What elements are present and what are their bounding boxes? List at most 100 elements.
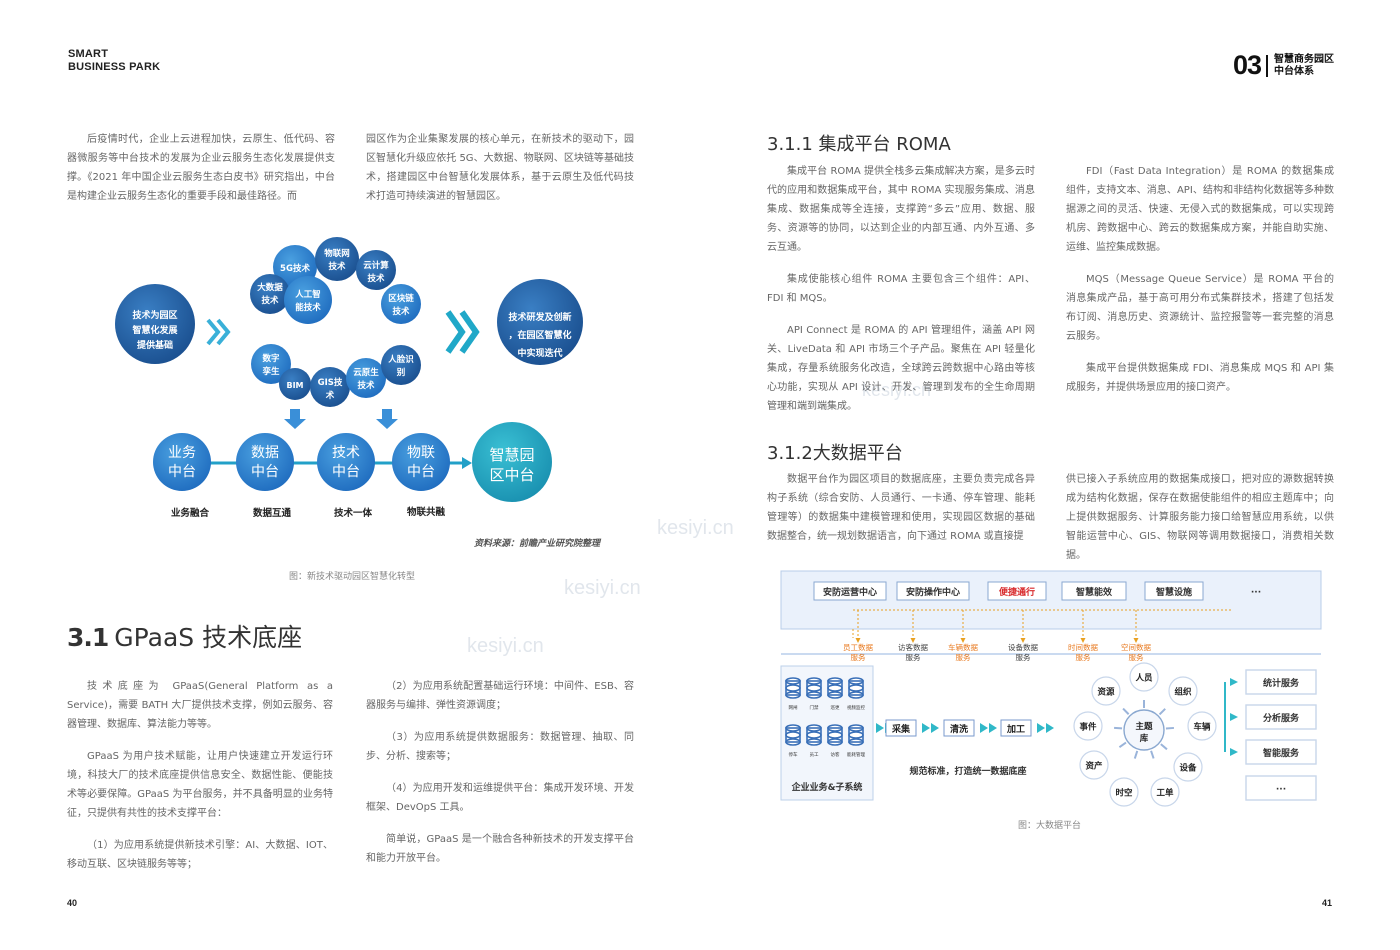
gpaas-paragraph-2: GPaaS 为用户技术赋能，让用户快速建立开发运行环境，科技大厂的技术底座提供信… [67,751,333,819]
svg-text:空间数据: 空间数据 [1121,642,1151,652]
orbit-node-label: 设备 [1179,763,1197,774]
bigdata-column-1: 数据平台作为园区项目的数据底座，主要负责完成各异构子系统（综合安防、人员通行、一… [767,470,1035,559]
platform-data-line-1: 数据 [251,445,279,461]
intro-paragraph-1: 后疫情时代，企业上云进程加快，云原生、低代码、容器微服务等中台技术的发展为企业云… [67,134,335,202]
svg-text:车辆数据: 车辆数据 [948,642,978,652]
gpaas-paragraph-7: 简单说，GPaaS 是一个融合各种新技术的开发支撑平台和能力开放平台。 [366,834,634,864]
bubble-5g-label: 5G技术 [280,263,310,274]
output-service-label: 分析服务 [1263,712,1300,724]
watermark: kesiyi.cn [564,577,641,599]
app-layer-buttons: 安防运营中心安防操作中心便捷通行智慧能效智慧设施··· [813,581,1261,601]
intro-column-1: 后疫情时代，企业上云进程加快，云原生、低代码、容器微服务等中台技术的发展为企业云… [67,130,335,219]
base-label: 规范标准，打造统一数据底座 [909,765,1026,777]
figure-caption-left: 图：新技术驱动园区智慧化转型 [289,572,416,582]
pipeline-step: 清洗 [943,719,975,737]
chapter-title: 智慧商务园区 中台体系 [1274,54,1334,78]
platform-tech-line-2: 中台 [332,464,360,480]
database-label: 门禁 [810,704,819,711]
double-arrow-icon [922,723,939,733]
bubble-face-line-1: 人脸识 [388,354,414,365]
arrow-down-icon [376,409,398,429]
roma-paragraph-3: API Connect 是 ROMA 的 API 管理组件，涵盖 API 网关、… [767,325,1035,412]
foundation-circle-line-2: 智慧化发展 [132,324,177,336]
database-icon: 网闸 [785,677,801,711]
bubble-cn-line-2: 技术 [357,380,375,391]
platform-label-4: 物联共融 [407,506,446,518]
arrow-right-icon [462,457,472,469]
bigdata-paragraph-1: 数据平台作为园区项目的数据底座，主要负责完成各异构子系统（综合安防、人员通行、一… [767,474,1035,542]
roma-paragraph-1: 集成平台 ROMA 提供全栈多云集成解决方案，是多云时代的应用和数据集成平台，其… [767,166,1035,253]
brand-line-1: SMART [68,48,109,60]
pipeline-step-label: 采集 [891,723,911,735]
orbit-node-label: 组织 [1174,687,1192,698]
database-icon: 员工 [806,724,822,758]
tech-bubble-bim: BIM [279,368,311,400]
bubble-bigdata-line-1: 大数据 [257,282,283,293]
app-button: 智慧设施 [1144,581,1204,601]
bigdata-column-2: 供已接入子系统应用的数据集成接口，把对应的源数据转换成为结构化数据，保存在数据使… [1066,470,1334,578]
svg-text:服务: 服务 [956,652,971,662]
svg-text:服务: 服务 [1016,652,1032,662]
svg-text:访客数据: 访客数据 [898,642,928,652]
app-button-label: 安防运营中心 [823,586,877,598]
database-label: 停车 [789,751,798,758]
arrow-down-icon [284,409,306,429]
database-label: 网闸 [789,704,798,711]
svg-text:服务: 服务 [906,652,921,662]
double-arrow-icon [980,723,997,733]
bigdata-paragraph-2: 供已接入子系统应用的数据集成接口，把对应的源数据转换成为结构化数据，保存在数据使… [1066,474,1334,561]
platform-final-line-1: 智慧园 [489,446,534,464]
chevron-right-icon [206,318,231,346]
gpaas-paragraph-5: （3）为应用系统提供数据服务：数据管理、抽取、同步、分析、搜索等； [366,732,634,762]
bubble-bigdata-line-2: 技术 [261,295,279,306]
output-service: ··· [1245,775,1317,801]
database-label: 能耗管理 [847,751,865,758]
roma-paragraph-6: 集成平台提供数据集成 FDI、消息集成 MQS 和 API 集成服务，并提供场景… [1066,363,1334,393]
bubble-iot-line-1: 物联网 [324,248,350,259]
database-label: 访客 [831,751,840,758]
svg-text:服务: 服务 [1129,652,1145,662]
output-service-label: ··· [1276,785,1286,795]
orbit-node-label: 工单 [1156,788,1174,799]
orbit-node: 资产 [1079,741,1127,780]
orbit-node-label: 人员 [1135,673,1153,684]
output-service: 统计服务 [1230,669,1317,695]
pipeline-step-label: 加工 [1006,723,1025,735]
section-title: GPaaS 技术底座 [114,623,303,652]
database-icon: 视频监控 [847,677,865,711]
orbit-node: 事件 [1073,711,1123,741]
bubble-gis-line-2: 术 [325,390,335,401]
roma-paragraph-4: FDI（Fast Data Integration）是 ROMA 的数据集成组件… [1066,166,1334,253]
gpaas-paragraph-6: （4）为应用开发和运维提供平台：集成开发环境、开发框架、DevOpS 工具。 [366,783,634,813]
heading-3-1-1: 3.1.1 集成平台 ROMA [767,134,951,155]
orbit-node-label: 资源 [1097,687,1115,698]
svg-text:主题: 主题 [1135,721,1153,732]
bubble-ai-line-2: 能技术 [295,302,321,313]
orbit-node-label: 事件 [1079,722,1097,733]
app-button: 安防操作中心 [896,581,970,601]
innovation-circle-line-2: ，在园区智慧化 [508,329,571,341]
source-system-label: 企业业务&子系统 [791,781,863,793]
data-pipeline: 采集 清洗 加工 [876,719,1054,737]
chapter-title-line-2: 中台体系 [1274,65,1314,77]
watermark: kesiyi.cn [657,517,734,539]
app-button-label: 便捷通行 [999,586,1035,598]
platform-iot-line-2: 中台 [407,464,435,480]
orbit-node: 时空 [1109,750,1139,807]
bubble-twin-line-1: 数字 [262,353,280,364]
bubble-blockchain-line-2: 技术 [392,306,410,317]
foundation-circle-line-1: 技术为园区 [132,309,177,321]
page-number-right: 41 [1321,898,1332,908]
gpaas-paragraph-4: （2）为应用系统配置基础运行环境：中间件、ESB、容器服务与编排、弹性资源调度； [366,681,634,711]
orbit-node-label: 资产 [1085,761,1103,772]
orbit-node: 资源 [1091,676,1130,715]
database-icon: 巡更 [827,677,843,711]
